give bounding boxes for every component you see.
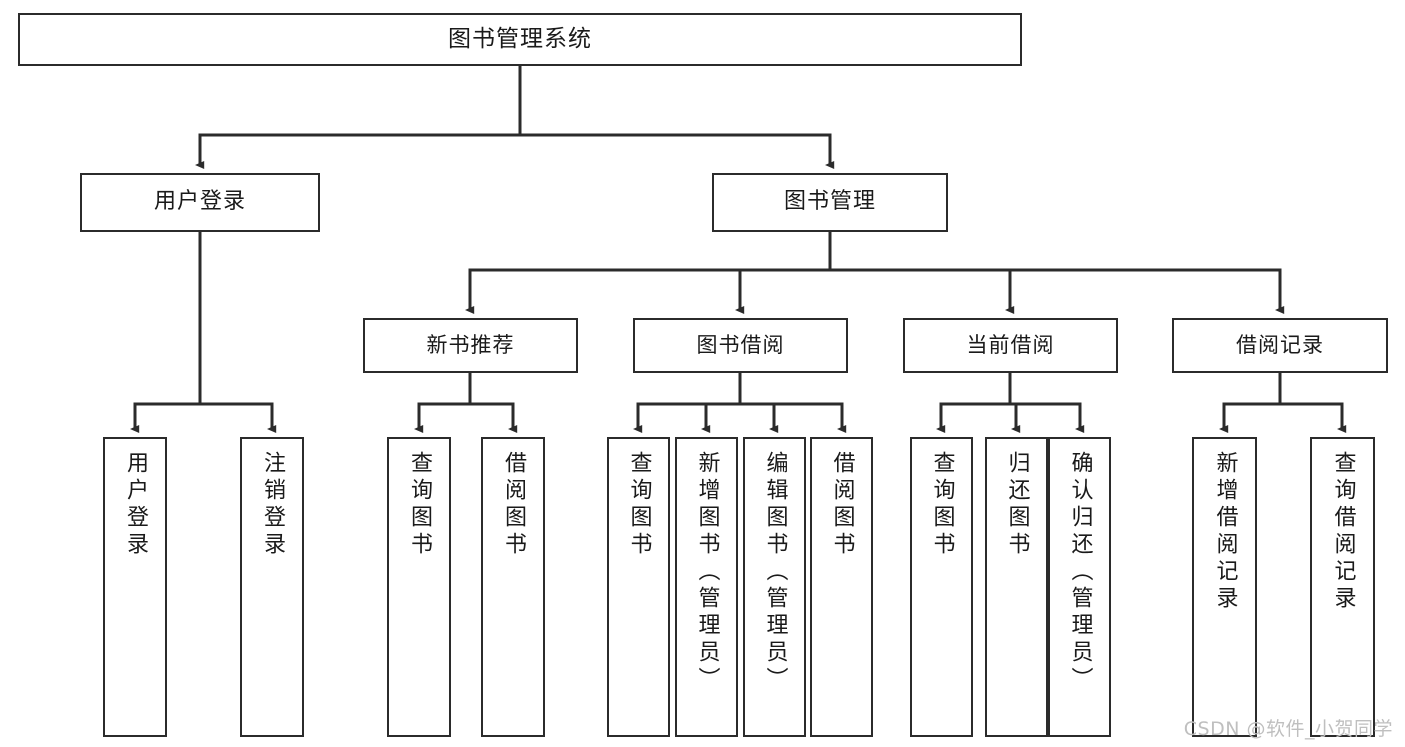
node-book-borrow[interactable]: 图书借阅 [633, 318, 848, 373]
leaf-logout-label: 注销登录 [260, 451, 285, 559]
leaf-borrow-book-label: 借阅图书 [829, 451, 855, 559]
leaf-query-book-borrow[interactable]: 查询图书 [607, 437, 670, 737]
node-new-book-recommend-label: 新书推荐 [426, 332, 515, 357]
leaf-add-borrow-record-label: 新增借阅记录 [1212, 451, 1238, 613]
leaf-confirm-return-admin[interactable]: 确认归还（管理员） [1048, 437, 1111, 737]
leaf-return-book-label: 归还图书 [1004, 451, 1030, 559]
leaf-confirm-return-admin-label: 确认归还（管理员） [1067, 451, 1093, 694]
leaf-query-borrow-record-label: 查询借阅记录 [1330, 451, 1356, 613]
leaf-query-book-borrow-label: 查询图书 [626, 451, 652, 559]
node-borrow-record-label: 借阅记录 [1236, 332, 1324, 357]
leaf-borrow-book-recommend[interactable]: 借阅图书 [481, 437, 545, 737]
node-root-label: 图书管理系统 [448, 25, 592, 52]
leaf-return-book[interactable]: 归还图书 [985, 437, 1048, 737]
node-new-book-recommend[interactable]: 新书推荐 [363, 318, 578, 373]
leaf-add-book-admin-label: 新增图书（管理员） [694, 451, 720, 694]
leaf-add-borrow-record[interactable]: 新增借阅记录 [1192, 437, 1257, 737]
leaf-user-login-label: 用户登录 [123, 451, 148, 559]
node-user-login[interactable]: 用户登录 [80, 173, 320, 232]
node-user-login-label: 用户登录 [153, 189, 246, 215]
leaf-user-login[interactable]: 用户登录 [103, 437, 167, 737]
leaf-edit-book-admin-label: 编辑图书（管理员） [762, 451, 788, 694]
node-borrow-record[interactable]: 借阅记录 [1172, 318, 1388, 373]
leaf-query-book-recommend[interactable]: 查询图书 [387, 437, 451, 737]
node-book-management[interactable]: 图书管理 [712, 173, 948, 232]
leaf-add-book-admin[interactable]: 新增图书（管理员） [675, 437, 738, 737]
node-book-management-label: 图书管理 [783, 189, 876, 215]
node-book-borrow-label: 图书借阅 [696, 332, 785, 357]
leaf-query-book-current-label: 查询图书 [929, 451, 955, 559]
leaf-borrow-book[interactable]: 借阅图书 [810, 437, 873, 737]
node-current-borrow[interactable]: 当前借阅 [903, 318, 1118, 373]
leaf-query-borrow-record[interactable]: 查询借阅记录 [1310, 437, 1375, 737]
csdn-watermark: CSDN @软件_小贺同学 [1183, 718, 1393, 740]
node-root[interactable]: 图书管理系统 [18, 13, 1022, 66]
leaf-edit-book-admin[interactable]: 编辑图书（管理员） [743, 437, 806, 737]
leaf-borrow-book-recommend-label: 借阅图书 [501, 451, 526, 559]
leaf-query-book-current[interactable]: 查询图书 [910, 437, 973, 737]
leaf-logout[interactable]: 注销登录 [240, 437, 304, 737]
leaf-query-book-recommend-label: 查询图书 [407, 451, 432, 559]
node-current-borrow-label: 当前借阅 [966, 332, 1055, 357]
